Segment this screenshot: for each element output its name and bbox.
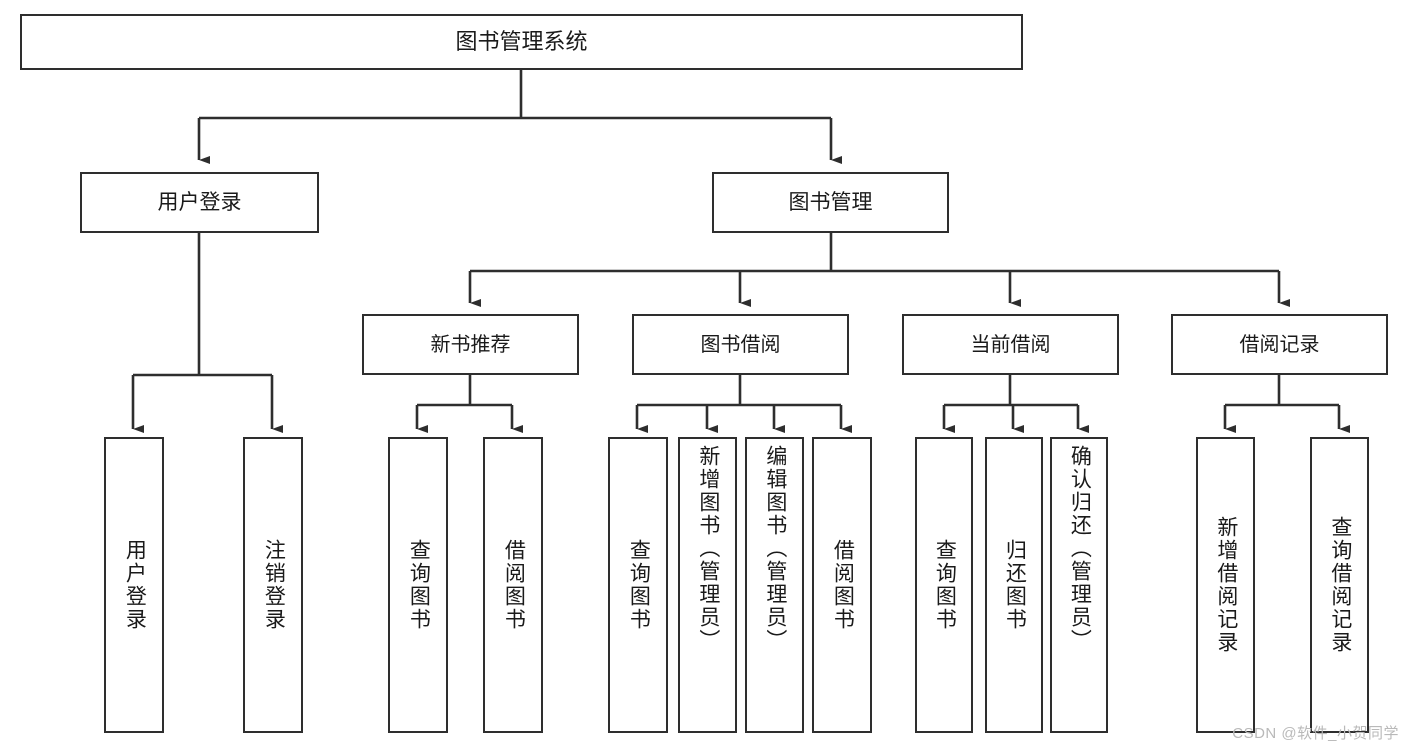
node-leaf-rec-query-book-label: 查询图书 [407, 539, 431, 631]
node-book-borrow-label: 图书借阅 [700, 333, 781, 356]
node-new-book-recommend-label: 新书推荐 [430, 333, 511, 356]
node-book-manage-label: 图书管理 [788, 191, 873, 214]
node-leaf-br-query-record-label: 查询借阅记录 [1328, 516, 1352, 654]
node-leaf-bb-query-book-label: 查询图书 [627, 539, 651, 631]
node-leaf-user-logout[interactable]: 注销登录 [243, 437, 303, 733]
node-leaf-user-logout-label: 注销登录 [262, 539, 286, 631]
node-leaf-bb-add-book-label: 新增图书（管理员） [696, 445, 720, 652]
node-borrow-record[interactable]: 借阅记录 [1171, 314, 1388, 375]
node-leaf-br-add-record-label: 新增借阅记录 [1214, 516, 1238, 654]
node-leaf-cb-return-book-label: 归还图书 [1003, 539, 1027, 631]
node-book-borrow[interactable]: 图书借阅 [632, 314, 849, 375]
node-leaf-cb-return-book[interactable]: 归还图书 [985, 437, 1043, 733]
node-leaf-br-add-record[interactable]: 新增借阅记录 [1196, 437, 1255, 733]
node-leaf-bb-query-book[interactable]: 查询图书 [608, 437, 668, 733]
node-borrow-record-label: 借阅记录 [1239, 333, 1320, 356]
node-root[interactable]: 图书管理系统 [20, 14, 1023, 70]
node-user-login[interactable]: 用户登录 [80, 172, 319, 233]
node-leaf-user-login-label: 用户登录 [123, 539, 147, 631]
node-leaf-cb-query-book-label: 查询图书 [933, 539, 957, 631]
node-book-manage[interactable]: 图书管理 [712, 172, 949, 233]
node-user-login-label: 用户登录 [157, 191, 242, 214]
node-leaf-cb-query-book[interactable]: 查询图书 [915, 437, 973, 733]
node-leaf-cb-confirm-return-label: 确认归还（管理员） [1068, 445, 1092, 652]
node-new-book-recommend[interactable]: 新书推荐 [362, 314, 579, 375]
node-leaf-bb-borrow-book[interactable]: 借阅图书 [812, 437, 872, 733]
csdn-watermark: CSDN @软件_小贺同学 [1232, 725, 1399, 742]
node-leaf-bb-edit-book[interactable]: 编辑图书（管理员） [745, 437, 804, 733]
node-leaf-cb-confirm-return[interactable]: 确认归还（管理员） [1050, 437, 1108, 733]
node-leaf-rec-borrow-book[interactable]: 借阅图书 [483, 437, 543, 733]
node-leaf-br-query-record[interactable]: 查询借阅记录 [1310, 437, 1369, 733]
node-current-borrow-label: 当前借阅 [970, 333, 1051, 356]
node-leaf-bb-add-book[interactable]: 新增图书（管理员） [678, 437, 737, 733]
node-root-label: 图书管理系统 [455, 29, 588, 54]
node-leaf-bb-edit-book-label: 编辑图书（管理员） [763, 445, 787, 652]
node-leaf-rec-borrow-book-label: 借阅图书 [502, 539, 526, 631]
node-leaf-rec-query-book[interactable]: 查询图书 [388, 437, 448, 733]
node-current-borrow[interactable]: 当前借阅 [902, 314, 1119, 375]
node-leaf-user-login[interactable]: 用户登录 [104, 437, 164, 733]
node-leaf-bb-borrow-book-label: 借阅图书 [831, 539, 855, 631]
